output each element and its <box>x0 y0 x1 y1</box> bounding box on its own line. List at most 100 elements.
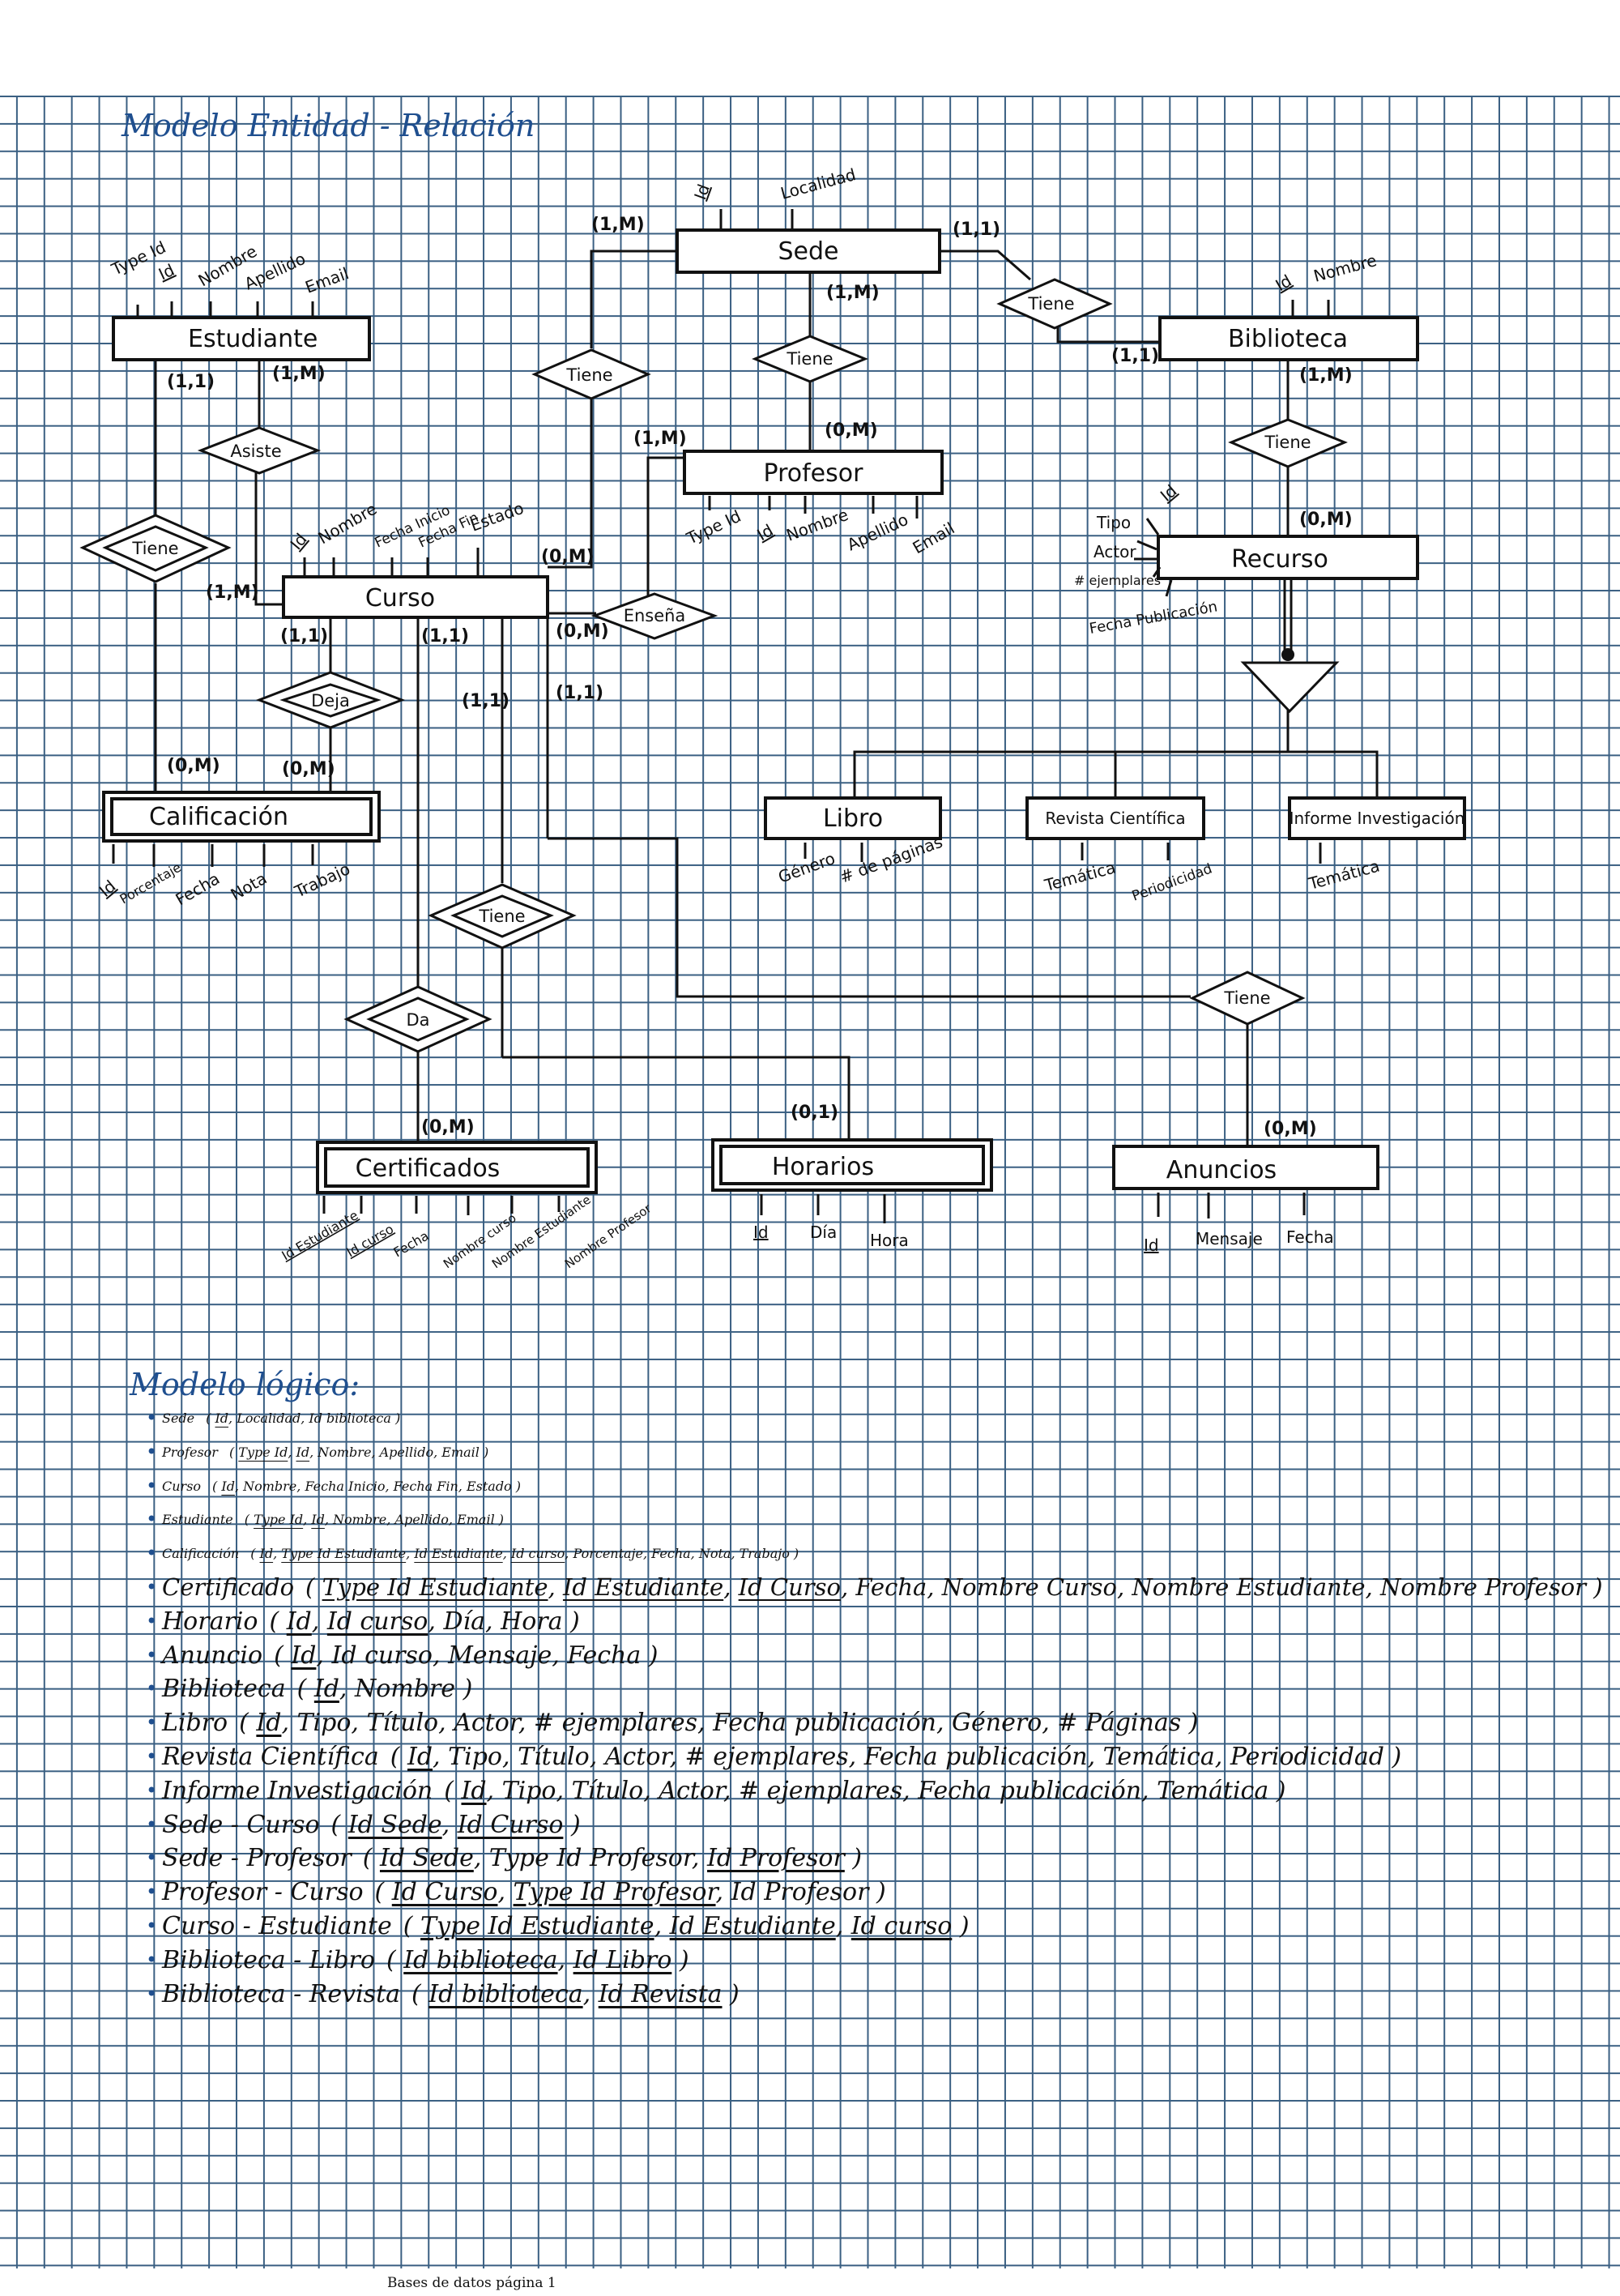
bullet-icon: • <box>146 1880 158 1904</box>
key-field: Id <box>296 1444 310 1460</box>
rel-asiste-label: Asiste <box>230 442 281 461</box>
field: Nombre <box>318 1444 372 1460</box>
attr-revista-periodicidad: Periodicidad <box>1130 860 1214 904</box>
bullet-icon: • <box>146 1609 158 1632</box>
field: Mensaje <box>448 1641 552 1670</box>
rel-sede-biblioteca-label: Tiene <box>1027 294 1074 314</box>
entity-informe-box <box>1288 796 1466 840</box>
field: Género <box>952 1709 1042 1738</box>
logical-model-row: •Biblioteca - Revista( Id biblioteca, Id… <box>146 1978 1603 2012</box>
logical-model-row: •Sede - Curso( Id Sede, Id Curso ) <box>146 1808 1603 1842</box>
rel-estudiante-calificacion-label: Tiene <box>131 539 178 558</box>
attr-recurso-tipo: Tipo <box>1096 513 1131 532</box>
card-sede-left: (1,M) <box>591 215 645 235</box>
rel-asiste-diamond <box>197 426 322 475</box>
key-field: Type Id Estudiante <box>420 1911 654 1940</box>
field: Nombre Estudiante <box>1132 1573 1366 1601</box>
relation-name: Biblioteca - Libro <box>162 1945 375 1974</box>
line-tiene-right-biblioteca <box>1056 322 1160 344</box>
entity-recurso-box <box>1157 535 1419 580</box>
entity-estudiante-box <box>112 316 371 361</box>
logical-model-row: •Sede( Id, Localidad, Id biblioteca ) <box>146 1402 1603 1436</box>
key-field: Id Estudiante <box>669 1911 836 1940</box>
relation-name: Horario <box>162 1607 258 1636</box>
relation-name: Certificado <box>162 1573 295 1601</box>
rel-sede-curso-label: Tiene <box>565 365 612 385</box>
field: Estado <box>466 1478 512 1494</box>
card-calificacion-right: (0,M) <box>282 759 335 779</box>
attr-sede-id: Id <box>690 181 714 203</box>
logical-model-row: •Profesor - Curso( Id Curso, Type Id Pro… <box>146 1876 1603 1910</box>
key-field: Id <box>461 1776 487 1805</box>
entity-libro-box <box>764 796 942 840</box>
attr-anuncios-id: Id <box>1144 1235 1159 1255</box>
field: Fecha Inicio <box>305 1478 386 1494</box>
field: Apellido <box>394 1512 449 1528</box>
field: # ejemplares <box>684 1742 849 1771</box>
key-field: Id <box>291 1641 317 1670</box>
attr-libro-genero: Género <box>776 848 838 886</box>
rel-ensena-diamond <box>590 592 718 640</box>
logical-model-row: •Biblioteca - Libro( Id biblioteca, Id L… <box>146 1944 1603 1978</box>
field: Título <box>518 1742 590 1771</box>
key-field: Id Curso <box>457 1810 564 1839</box>
entity-sede-box <box>676 228 941 274</box>
attr-sede-localidad: Localidad <box>778 164 858 203</box>
entity-revista-box <box>1025 796 1205 840</box>
field: # ejemplares <box>739 1776 903 1805</box>
bullet-icon: • <box>146 1406 158 1429</box>
field: Type Id Profesor <box>488 1844 692 1873</box>
card-curso-b1: (1,1) <box>280 626 328 647</box>
field: Nombre <box>354 1675 456 1704</box>
field: Título <box>571 1776 644 1805</box>
card-certificados: (0,M) <box>421 1117 475 1137</box>
card-estudiante-left: (1,1) <box>167 372 215 392</box>
attr-horarios-hora: Hora <box>870 1231 909 1250</box>
card-curso-right2: (0,M) <box>556 621 609 642</box>
rel-tiene-horarios-label: Tiene <box>478 907 525 926</box>
bullet-icon: • <box>146 1542 158 1565</box>
attr-profesor-typeid: Type Id <box>683 506 744 548</box>
attr-revista-tematica: Temática <box>1042 857 1118 895</box>
isa-dot <box>1281 648 1294 661</box>
entity-profesor-label: Profesor <box>764 459 864 488</box>
attr-calificacion-trabajo: Trabajo <box>291 859 353 902</box>
attr-estudiante-id: Id <box>156 260 177 284</box>
field: Localidad <box>237 1410 301 1426</box>
card-profesor-right: (0,M) <box>825 420 878 441</box>
field: Fecha <box>855 1573 927 1601</box>
relation-name: Biblioteca - Revista <box>162 1979 401 2008</box>
card-sede-right: (1,1) <box>953 220 1000 240</box>
entity-calificacion-label: Calificación <box>149 803 288 831</box>
card-curso-b3: (1,1) <box>462 691 509 711</box>
field: Temática <box>1157 1776 1269 1805</box>
field: Actor <box>659 1776 723 1805</box>
entity-curso-label: Curso <box>365 584 435 612</box>
field: Nombre <box>243 1478 297 1494</box>
key-field: Type Id <box>238 1444 288 1460</box>
rel-anuncios-label: Tiene <box>1223 988 1270 1008</box>
rel-estudiante-calificacion-inner <box>102 525 209 572</box>
bullet-icon: • <box>146 1778 158 1802</box>
relation-name: Curso - Estudiante <box>162 1911 392 1940</box>
attr-biblioteca-nombre: Nombre <box>1311 250 1379 286</box>
key-field: Id <box>407 1742 433 1771</box>
rel-sede-biblioteca-diamond <box>996 278 1113 330</box>
attr-profesor-id: Id <box>754 520 777 544</box>
field: # Páginas <box>1057 1709 1182 1738</box>
page-footer: Bases de datos página 1 <box>387 2275 556 2291</box>
field: Email <box>441 1444 480 1460</box>
logical-model-heading: Modelo lógico: <box>129 1367 360 1402</box>
attr-profesor-nombre: Nombre <box>784 505 851 545</box>
relation-name: Sede - Curso <box>162 1810 320 1839</box>
attr-horarios-dia: Día <box>810 1223 837 1242</box>
attr-calificacion-porcentaje: Porcentaje <box>117 860 184 907</box>
key-field: Id curso <box>510 1546 565 1562</box>
bullet-icon: • <box>146 1711 158 1735</box>
rel-sede-profesor-diamond <box>752 335 868 383</box>
card-curso-right: (0,M) <box>541 547 595 567</box>
logical-model-row: •Curso - Estudiante( Type Id Estudiante,… <box>146 1910 1603 1944</box>
line-sede-tiene-right <box>940 250 1031 281</box>
field: Fecha <box>651 1546 691 1562</box>
